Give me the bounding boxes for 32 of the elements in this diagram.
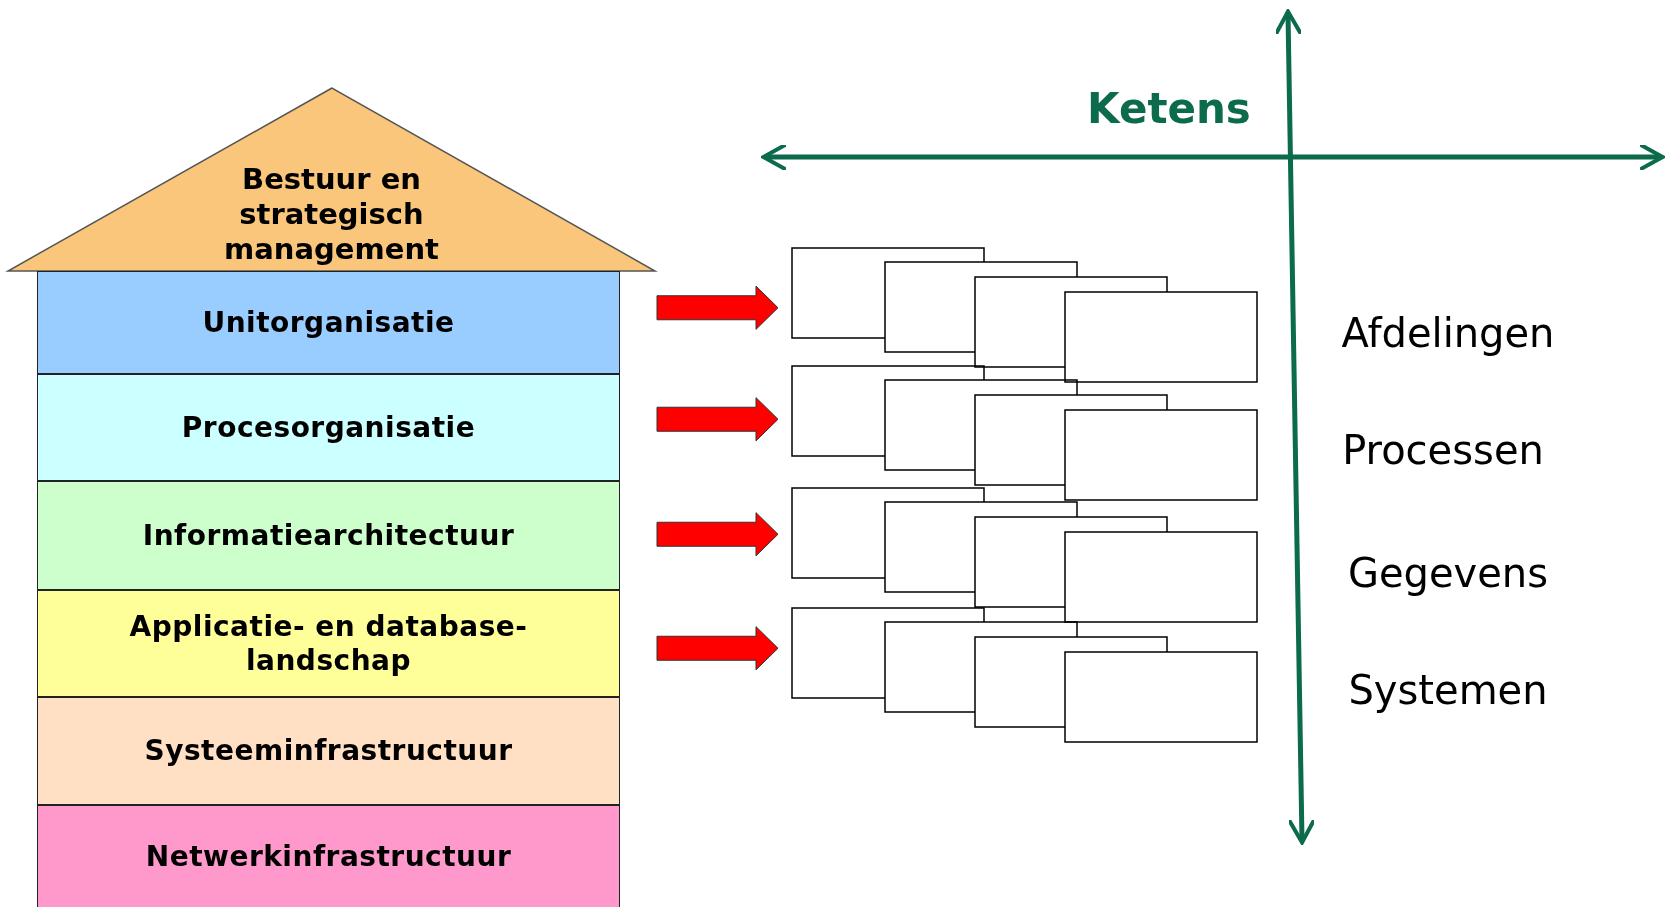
block-arrow [656,397,779,442]
box-outline [974,394,1168,486]
axis-title: Ketens [1087,83,1251,133]
layer-band: Informatiearchitectuur [37,481,620,590]
box-outline [1064,409,1258,501]
roof-label: Bestuur en strategisch management [223,162,440,267]
box-outline [1064,531,1258,623]
layer-band: Unitorganisatie [37,271,620,374]
box-outline [884,261,1078,353]
box-outline [974,276,1168,368]
row-label: Afdelingen [1341,310,1555,356]
box-outline [884,621,1078,713]
box-outline [974,636,1168,728]
box-outline [1064,651,1258,743]
row-label: Processen [1342,427,1544,473]
layer-band: Applicatie- en database- landschap [37,590,620,697]
block-arrow [656,512,779,557]
box-outline [884,379,1078,471]
layer-band: Netwerkinfrastructuur [37,805,620,907]
box-outline [884,501,1078,593]
box-outline [791,607,985,699]
row-label: Gegevens [1347,550,1549,596]
layer-band: Procesorganisatie [37,374,620,481]
block-arrow [656,626,779,671]
row-label: Systemen [1348,667,1548,713]
box-outline [791,365,985,457]
box-outline [1064,291,1258,383]
block-arrow [656,285,779,330]
box-outline [791,247,985,339]
box-outline [974,516,1168,608]
box-outline [791,487,985,579]
layer-band: Systeeminfrastructuur [37,697,620,805]
